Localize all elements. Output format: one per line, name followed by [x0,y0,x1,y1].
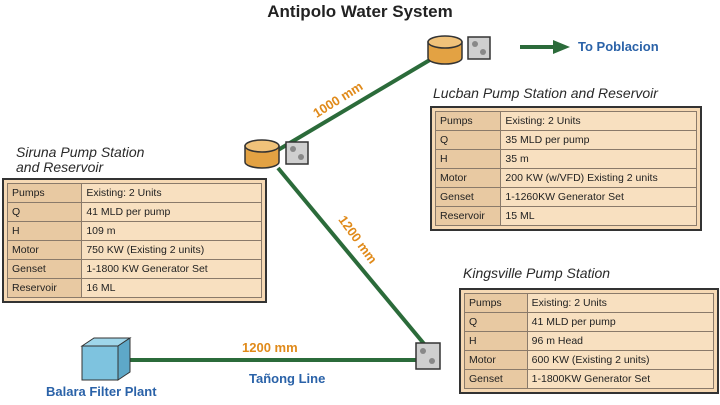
spec-key: H [6,221,83,241]
spec-key: Genset [434,187,502,207]
spec-value: 41 MLD per pump [526,312,715,332]
spec-value: 96 m Head [526,331,715,351]
spec-key: Genset [6,259,83,279]
balara-filter-plant-label: Balara Filter Plant [46,384,157,399]
spec-value: 1-1260KW Generator Set [500,187,697,207]
diagram-title: Antipolo Water System [267,2,453,21]
spec-value: 16 ML [81,278,262,298]
spec-value: 35 m [500,149,697,169]
spec-value: Existing: 2 Units [500,111,697,131]
spec-value: 1-1800 KW Generator Set [81,259,262,279]
siruna-caption-line1: Siruna Pump Station [16,144,145,160]
arrow-icon [553,40,570,54]
spec-key: Pumps [464,293,528,313]
spec-key: Pumps [6,183,83,203]
siruna-caption-line2: and Reservoir [16,159,104,175]
lucban-station-icon [427,35,491,65]
spec-value: 15 ML [500,206,697,226]
spec-key: Pumps [434,111,502,131]
kingsville-caption: Kingsville Pump Station [463,265,611,281]
spec-key: Motor [464,350,528,370]
pipe-label-balara-kingsville: 1200 mm [242,340,298,355]
spec-key: Reservoir [434,206,502,226]
siruna-station-icon [244,139,309,169]
spec-key: Motor [6,240,83,260]
to-poblacion-label: To Poblacion [578,39,659,54]
spec-key: H [434,149,502,169]
spec-key: Reservoir [6,278,83,298]
spec-key: Q [464,312,528,332]
spec-value: 41 MLD per pump [81,202,262,222]
siruna-caption: Siruna Pump Station and Reservoir [16,145,144,175]
lucban-caption: Lucban Pump Station and Reservoir [433,85,658,101]
balara-filter-plant-icon [80,337,132,381]
spec-key: Q [6,202,83,222]
spec-key: Genset [464,369,528,389]
spec-value: Existing: 2 Units [81,183,262,203]
spec-value: Existing: 2 Units [526,293,715,313]
spec-key: Motor [434,168,502,188]
spec-key: H [464,331,528,351]
spec-value: 1-1800KW Generator Set [526,369,715,389]
spec-value: 600 KW (Existing 2 units) [526,350,715,370]
spec-value: 200 KW (w/VFD) Existing 2 units [500,168,697,188]
pipe-siruna-kingsville [276,166,427,347]
kingsville-pump-icon [415,342,441,370]
spec-value: 750 KW (Existing 2 units) [81,240,262,260]
pipe-siruna-lucban [276,46,452,152]
spec-value: 35 MLD per pump [500,130,697,150]
spec-key: Q [434,130,502,150]
tanong-line-label: Tañong Line [249,371,326,386]
spec-value: 109 m [81,221,262,241]
